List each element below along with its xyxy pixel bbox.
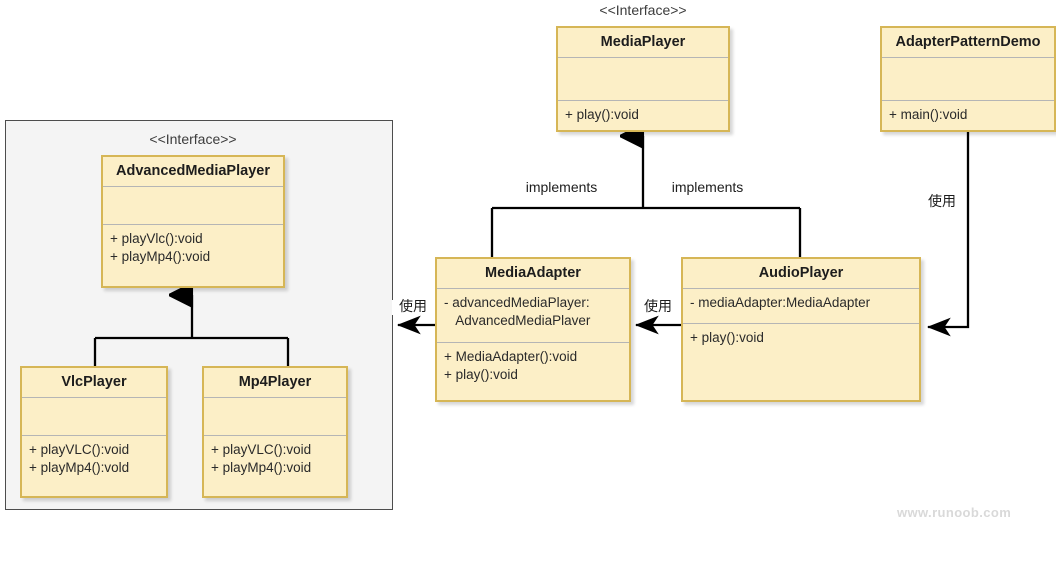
- method-row: + playVlc():void: [110, 230, 203, 246]
- class-media-adapter-methods: + MediaAdapter():void + play():void: [437, 343, 629, 390]
- class-media-adapter-title: MediaAdapter: [437, 259, 629, 289]
- class-adapter-pattern-demo-attributes: [882, 58, 1054, 102]
- class-audio-player[interactable]: AudioPlayer - mediaAdapter:MediaAdapter …: [681, 257, 921, 402]
- method-row: + main():void: [889, 107, 968, 123]
- stereotype-advanced-media-player: <<Interface>>: [149, 131, 237, 147]
- method-row: + MediaAdapter():void: [444, 348, 578, 364]
- class-vlc-player-title: VlcPlayer: [22, 368, 166, 398]
- edge-label-uses-demo-to-audio: 使用: [921, 194, 963, 211]
- class-audio-player-title: AudioPlayer: [683, 259, 919, 289]
- stereotype-media-player: <<Interface>>: [599, 2, 687, 18]
- class-media-player-title: MediaPlayer: [558, 28, 728, 58]
- watermark: www.runoob.com: [897, 505, 1012, 520]
- class-adapter-pattern-demo[interactable]: AdapterPatternDemo + main():void: [880, 26, 1056, 132]
- edge-label-implements-left: implements: [509, 179, 614, 196]
- method-row: + play():void: [690, 329, 764, 345]
- class-media-adapter[interactable]: MediaAdapter - advancedMediaPlayer: Adva…: [435, 257, 631, 402]
- class-vlc-player-methods: + playVLC():void + playMp4():vold: [22, 436, 166, 483]
- class-mp4-player[interactable]: Mp4Player + playVLC():void + playMp4():v…: [202, 366, 348, 498]
- method-row: + playMp4():vold: [29, 460, 130, 476]
- method-row: + playVLC():void: [29, 441, 130, 457]
- class-vlc-player[interactable]: VlcPlayer + playVLC():void + playMp4():v…: [20, 366, 168, 498]
- class-vlc-player-attributes: [22, 398, 166, 436]
- class-mp4-player-methods: + playVLC():void + playMp4():void: [204, 436, 346, 483]
- attribute-row: - mediaAdapter:MediaAdapter: [690, 294, 871, 310]
- class-mp4-player-title: Mp4Player: [204, 368, 346, 398]
- class-mp4-player-attributes: [204, 398, 346, 436]
- class-advanced-media-player-methods: + playVlc():void + playMp4():void: [103, 225, 283, 272]
- class-audio-player-methods: + play():void: [683, 324, 919, 353]
- class-advanced-media-player-title: AdvancedMediaPlayer: [103, 157, 283, 187]
- class-adapter-pattern-demo-title: AdapterPatternDemo: [882, 28, 1054, 58]
- class-advanced-media-player-attributes: [103, 187, 283, 225]
- attribute-row: - advancedMediaPlayer: AdvancedMediaPlav…: [444, 294, 591, 329]
- method-row: + playVLC():void: [211, 441, 312, 457]
- method-row: + playMp4():void: [211, 460, 312, 476]
- method-row: + play():void: [565, 107, 639, 123]
- class-media-player-attributes: [558, 58, 728, 102]
- class-media-player-methods: + play():void: [558, 101, 728, 130]
- method-row: + playMp4():void: [110, 249, 211, 265]
- class-media-adapter-attributes: - advancedMediaPlayer: AdvancedMediaPlav…: [437, 289, 629, 343]
- edge-label-implements-right: implements: [655, 179, 760, 196]
- class-advanced-media-player[interactable]: AdvancedMediaPlayer + playVlc():void + p…: [101, 155, 285, 288]
- method-row: + play():void: [444, 367, 518, 383]
- edge-label-uses-adapter-to-advanced: 使用: [392, 299, 434, 316]
- class-audio-player-attributes: - mediaAdapter:MediaAdapter: [683, 289, 919, 324]
- class-adapter-pattern-demo-methods: + main():void: [882, 101, 1054, 130]
- edge-label-uses-audio-to-adapter: 使用: [637, 299, 679, 316]
- class-media-player[interactable]: MediaPlayer + play():void: [556, 26, 730, 132]
